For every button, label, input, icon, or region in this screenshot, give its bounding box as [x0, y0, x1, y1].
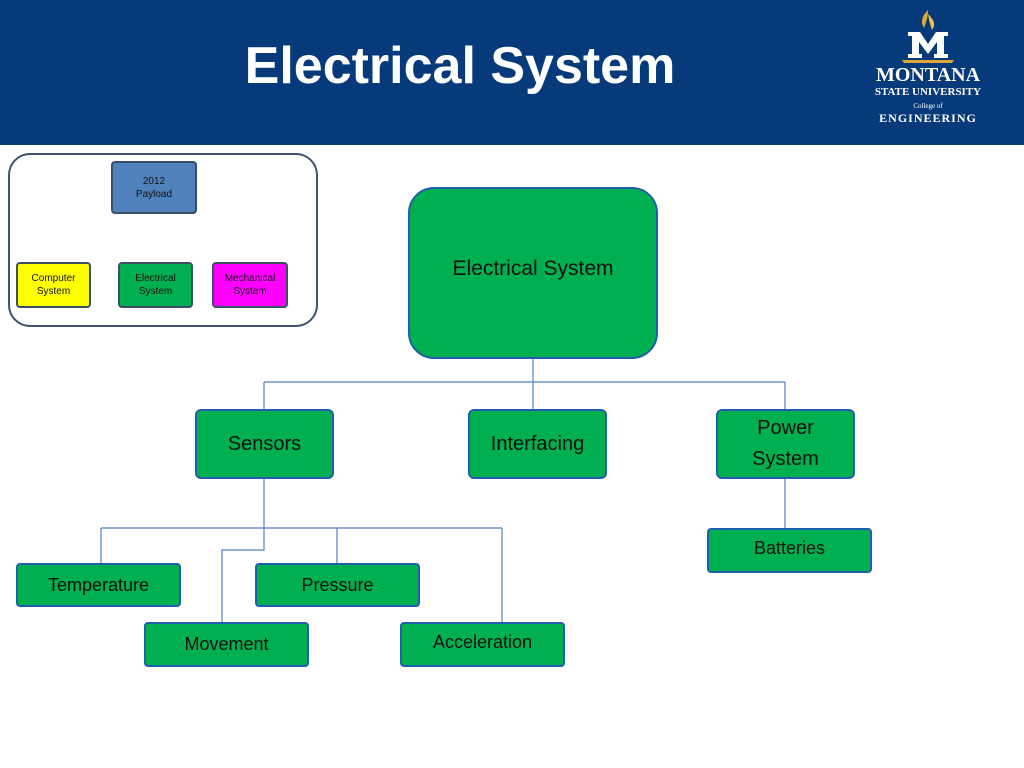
node-movement: Movement: [144, 622, 309, 667]
logo-engineering: ENGINEERING: [879, 111, 977, 125]
node-electrical-system: Electrical System: [408, 187, 658, 359]
node-temperature: Temperature: [16, 563, 181, 607]
logo-college: College of: [913, 102, 943, 110]
msu-m-icon: [902, 10, 954, 63]
movement-connector: [221, 528, 265, 622]
logo-subtitle: STATE UNIVERSITY: [874, 86, 982, 98]
node-pressure: Pressure: [255, 563, 420, 607]
node-sensors: Sensors: [195, 409, 334, 479]
inset-node-computer-system: Computer System: [16, 262, 91, 308]
node-batteries: Batteries: [707, 528, 872, 573]
slide-header: Electrical System MONTANA STATE UNIVERSI…: [0, 0, 1024, 145]
slide-title: Electrical System: [244, 37, 676, 95]
node-interfacing: Interfacing: [468, 409, 607, 479]
logo-name: MONTANA: [875, 64, 981, 86]
inset-node-mechanical-system: Mechanical System: [212, 262, 288, 308]
inset-node-payload: 2012 Payload: [111, 161, 197, 214]
node-power-system: Power System: [716, 409, 855, 479]
node-acceleration: Acceleration: [400, 622, 565, 667]
inset-node-electrical-system: Electrical System: [118, 262, 193, 308]
msu-engineering-logo: MONTANA STATE UNIVERSITY College of ENGI…: [862, 8, 994, 132]
